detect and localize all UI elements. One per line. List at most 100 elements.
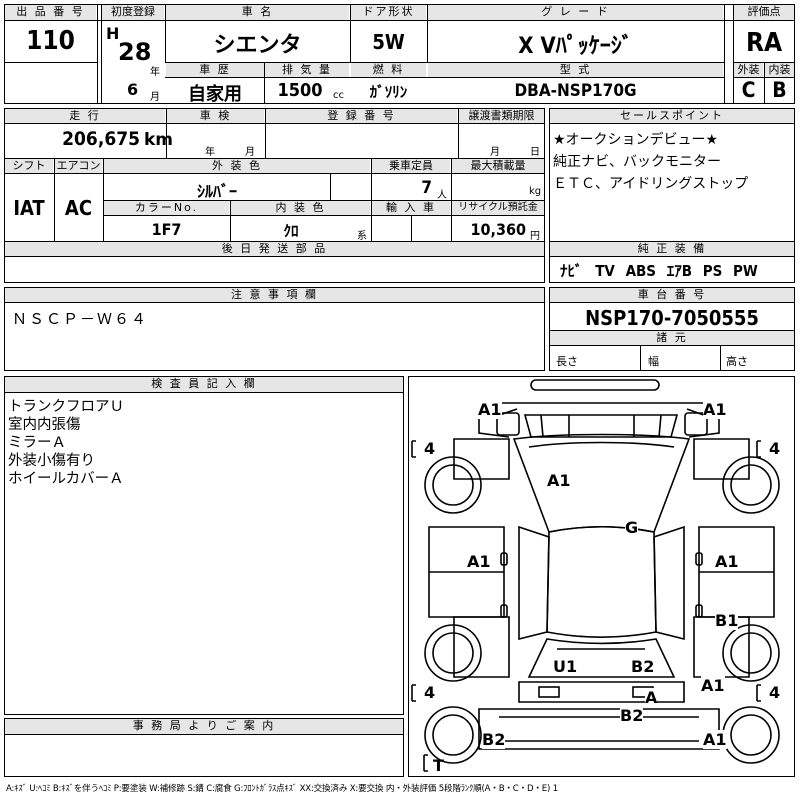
door-label: ドア形状 [351,5,426,20]
chassis-label: 車 台 番 号 [550,288,794,302]
car-name: シエンタ [213,33,302,58]
inspection-year-unit: 年 [205,147,215,158]
recycle-label: リサイクル預託金 [452,201,544,215]
damage-legend: A:ｷｽﾞ U:ﾍｺﾐ B:ｷｽﾞを伴うﾍｺﾐ P:要塗装 W:補修跡 S:錆 … [6,784,558,794]
color-label: 外 装 色 [104,159,370,173]
recycle-deposit: 10,360 [470,220,526,239]
sales-point-line: 純正ナビ、バックモニター [553,154,721,170]
tire-score-rear-left: 4 [424,683,436,702]
model-label: 型 式 [428,63,723,77]
inspection-label: 車 検 [167,109,264,123]
first-reg-label: 初度登録 [102,5,164,20]
era-letter: H [106,24,120,43]
mileage: 206,675 [62,128,140,150]
lot-no-label: 出 品 番 号 [5,5,96,20]
width-label: 幅 [648,355,659,368]
spare-tire-mark: T [433,756,444,775]
grade: X Vﾊﾟｯｹｰｼﾞ [518,34,633,59]
specs-label: 諸 元 [550,331,794,345]
height-label: 高さ [726,355,748,368]
fuel-label: 燃 料 [351,63,426,77]
damage-mark: U1 [553,657,578,676]
sales-points-label: セールスポイント [550,109,794,123]
damage-mark: A [645,688,658,707]
transfer-month-unit: 月 [490,147,500,158]
interior-label: 内装 [765,63,794,77]
history: 自家用 [188,84,242,105]
history-label: 車 歴 [166,63,264,77]
ac-label: エアコン [55,159,102,173]
import-label: 輸 入 車 [372,201,450,215]
notes-label: 注 意 事 項 欄 [5,288,544,302]
shift: IAT [13,196,45,220]
damage-mark: A1 [467,552,491,571]
exterior-label: 外装 [734,63,763,77]
aircon: AC [64,196,93,220]
equipment-item: ABS [625,262,657,280]
inspector-box [4,376,404,715]
damage-mark: A1 [703,400,727,419]
reg-year: 28 [118,38,152,66]
damage-mark: B2 [620,706,644,725]
damage-mark: G [625,518,639,537]
recycle-unit: 円 [530,231,540,242]
equipment-item: ｴｱB [666,262,693,280]
office-label: 事 務 局 よ り ご 案 内 [5,719,403,734]
reg-month: 6 [127,80,139,99]
color-no-label: カラーNo. [104,201,229,215]
int-color-label: 内 装 色 [231,201,370,215]
damage-mark: B1 [715,611,739,630]
damage-mark: A1 [701,676,725,695]
length-label: 長さ [556,355,578,368]
inspector-note: ミラーＡ [8,435,66,451]
tire-score-front-left: 4 [424,439,436,458]
equipment-item: PS [702,262,723,280]
lot-number: 110 [26,26,75,56]
transfer-day-unit: 日 [530,147,540,158]
damage-mark: A1 [703,730,727,749]
grade-label: グ レ ー ド [428,5,723,20]
sales-point-line: ＥＴＣ、アイドリングストップ [553,176,749,192]
equipment-item: TV [595,262,615,280]
equipment-item: ﾅﾋﾞ [560,262,583,280]
damage-mark: B2 [631,657,655,676]
inspection-month-unit: 月 [245,147,255,158]
damage-mark: B2 [482,730,506,749]
exterior-grade: C [741,78,756,102]
equipment-label: 純 正 装 備 [550,242,794,256]
displacement-unit: cc [333,90,344,101]
body-color: ｼﾙﾊﾞｰ [196,182,237,201]
equipment-list: ﾅﾋﾞ TV ABS ｴｱB PS PW [560,260,758,281]
month-unit: 月 [150,92,160,103]
door-type: 5W [372,30,405,54]
score-label: 評価点 [734,5,794,20]
displacement: 1500 [277,80,323,101]
inspector-note: 外装小傷有り [8,453,95,469]
mileage-unit: km [144,130,174,150]
capacity: 7 [421,178,432,198]
inspector-label: 検 査 員 記 入 欄 [5,377,403,392]
max-load-unit: kg [529,186,542,197]
capacity-label: 乗車定員 [372,159,450,173]
inspector-note: ホイールカバーＡ [8,471,124,487]
interior-color: ｸﾛ [283,222,299,240]
car-name-label: 車 名 [166,5,349,20]
interior-color-suffix: 系 [357,231,367,242]
transfer-label: 譲渡書類期限 [459,109,544,123]
interior-grade: B [772,78,787,102]
reg-no-label: 登 録 番 号 [266,109,457,123]
max-load-label: 最大積載量 [452,159,544,173]
inspector-note: トランクフロアＵ [8,399,124,415]
model: DBA-NSP170G [514,81,637,101]
later-parts-label: 後 日 発 送 部 品 [5,242,544,256]
chassis-number: NSP170-7050555 [585,306,759,330]
damage-mark: A1 [478,400,502,419]
notes-text: ＮＳＣＰ－Ｗ６４ [12,310,149,328]
shift-label: シフト [5,159,53,173]
tire-score-rear-right: 4 [769,683,781,702]
mileage-label: 走 行 [5,109,165,123]
car-diagram [411,379,780,772]
damage-mark: A1 [547,471,571,490]
inspector-note: 室内内張傷 [8,417,81,433]
damage-mark: A1 [715,552,739,571]
